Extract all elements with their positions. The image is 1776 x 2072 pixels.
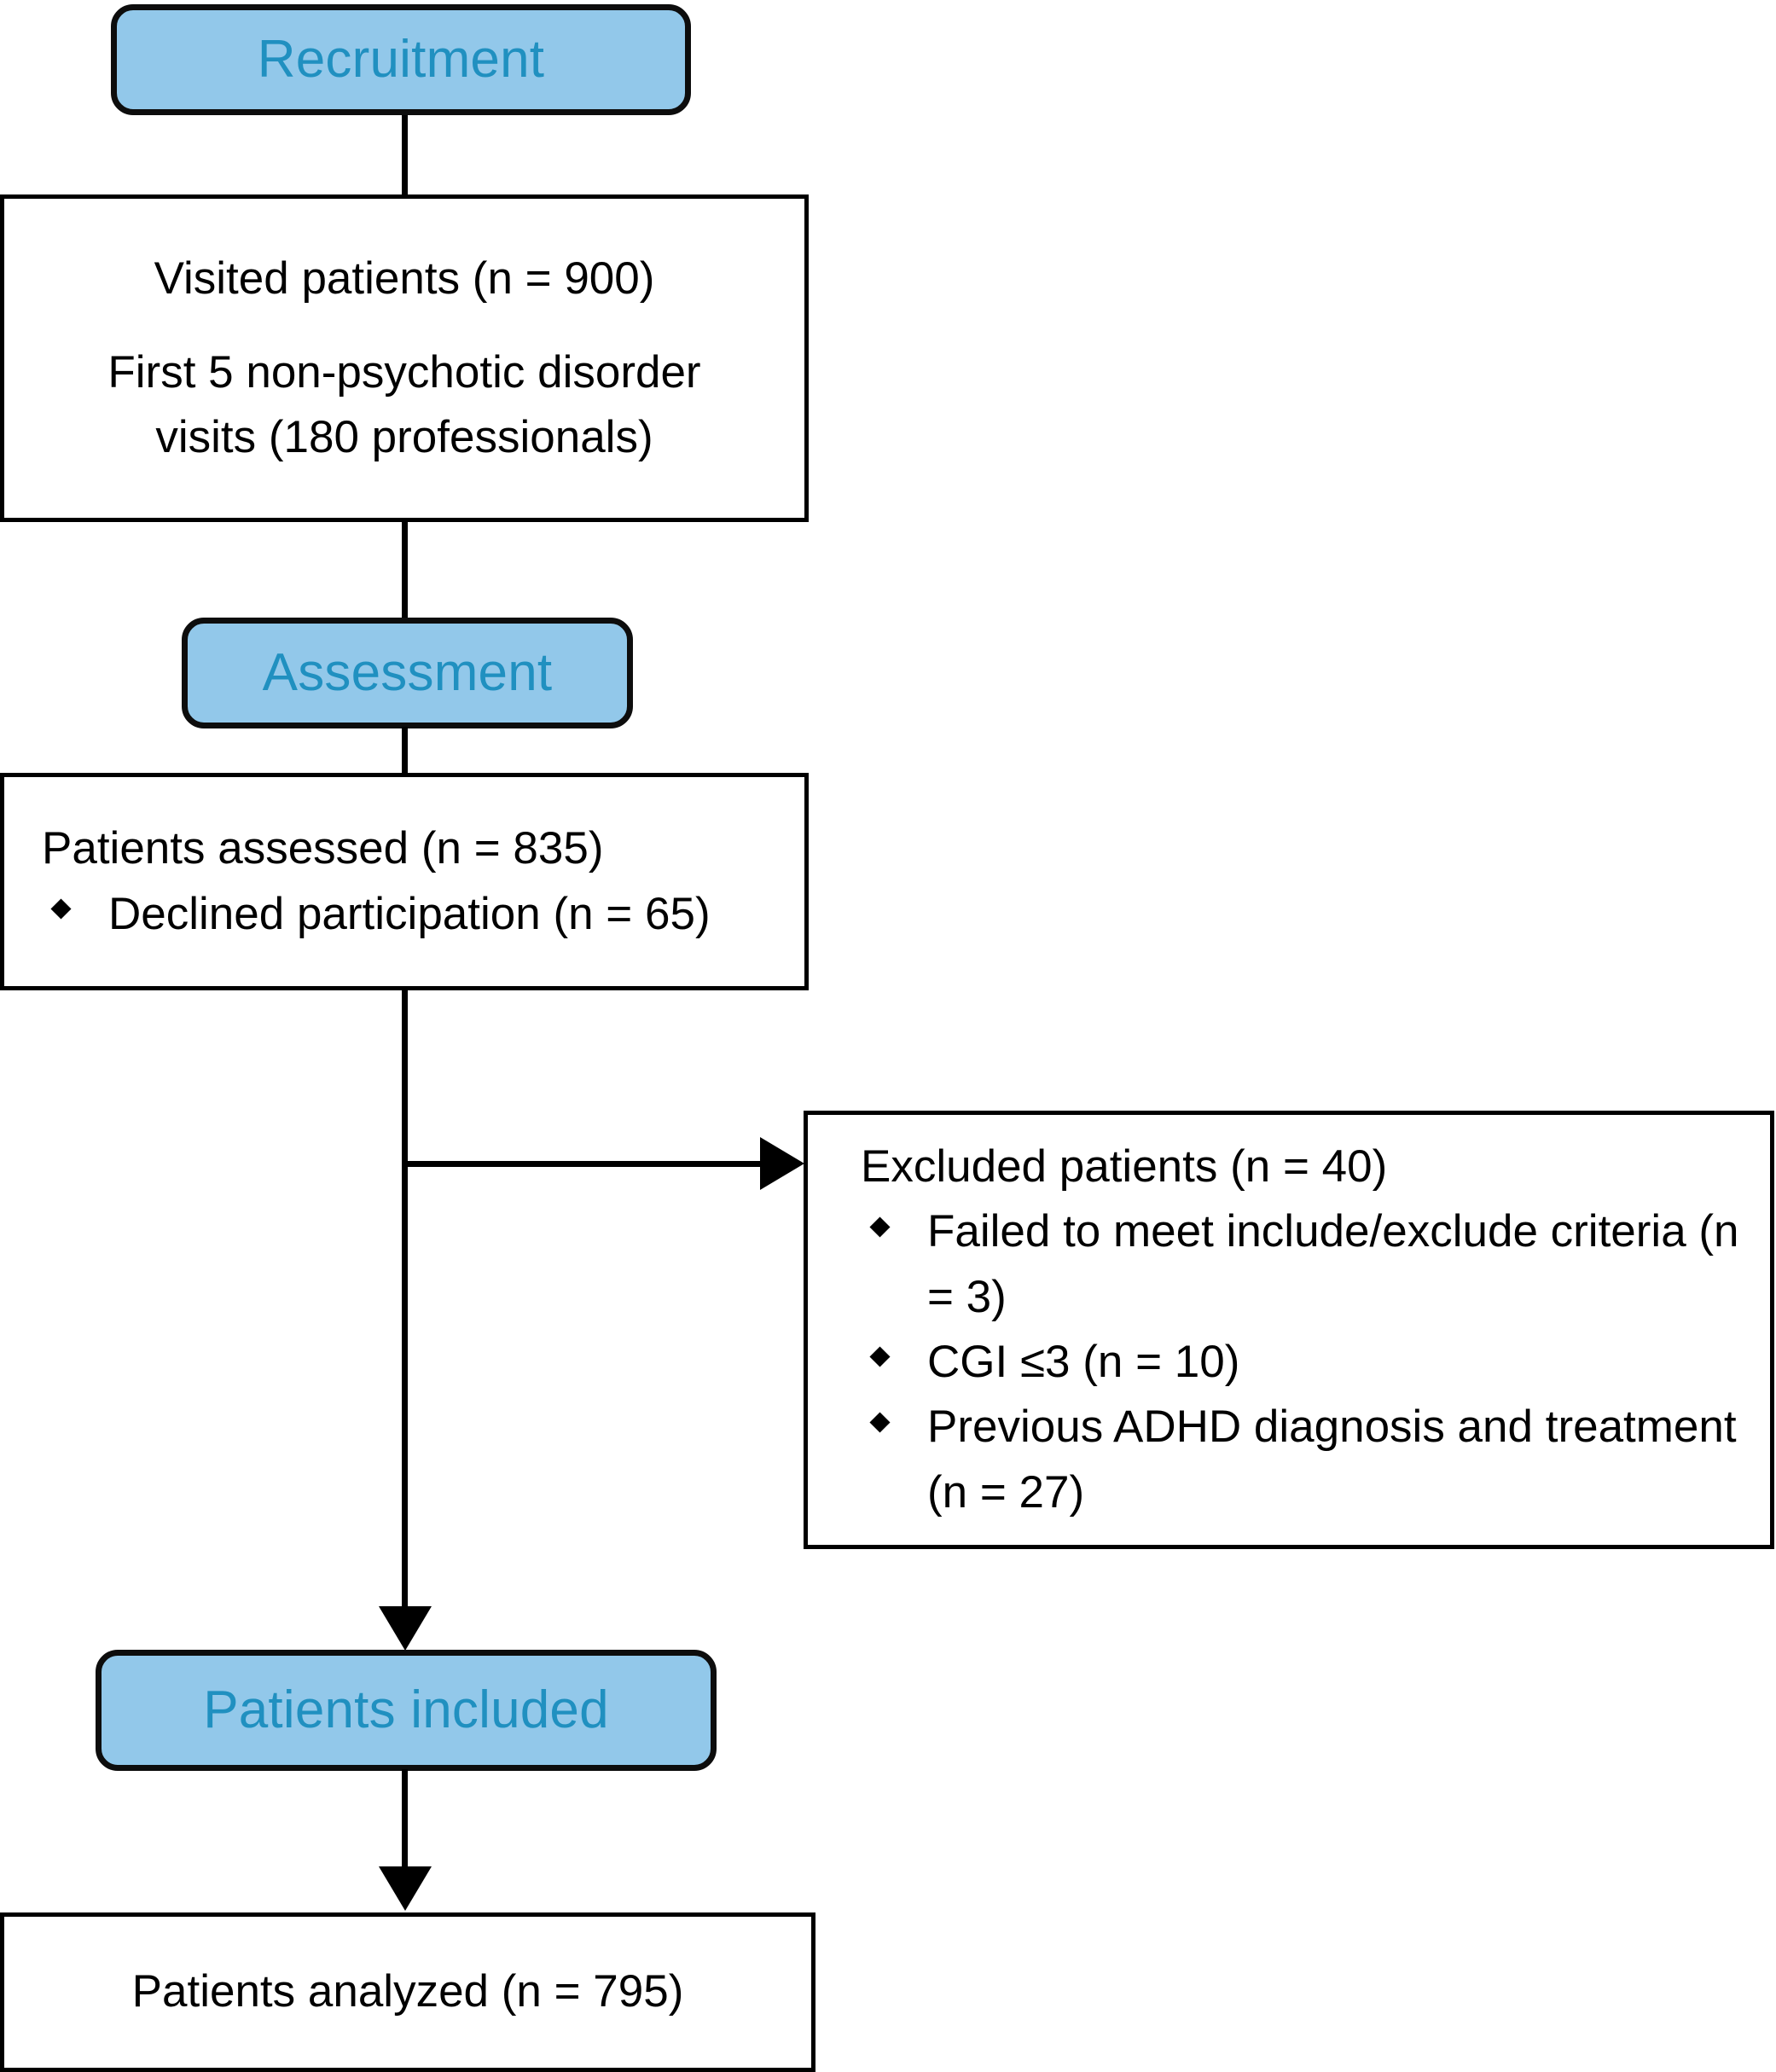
node-patients-analyzed: Patients analyzed (n = 795) — [0, 1912, 815, 2072]
stage-patients-included-label: Patients included — [203, 1680, 609, 1739]
list-item-label: CGI ≤3 (n = 10) — [927, 1337, 1240, 1387]
diamond-bullet-icon — [50, 898, 72, 920]
diamond-bullet-icon — [869, 1216, 891, 1238]
patients-analyzed-text: Patients analyzed (n = 795) — [4, 1959, 811, 2024]
stage-recruitment: Recruitment — [111, 4, 691, 115]
node-excluded-patients: Excluded patients (n = 40) Failed to mee… — [804, 1111, 1774, 1549]
visited-patients-line-1: Visited patients (n = 900) — [154, 252, 655, 304]
node-visited-patients: Visited patients (n = 900) First 5 non-p… — [0, 194, 809, 522]
excluded-patients-text: Excluded patients (n = 40) Failed to mee… — [808, 1135, 1770, 1525]
arrowhead-to-excluded-patients — [760, 1137, 804, 1190]
stage-recruitment-label: Recruitment — [257, 30, 545, 89]
list-item-label: Failed to meet include/exclude criteria … — [927, 1206, 1739, 1322]
patients-assessed-bullet-list: Declined participation (n = 65) — [42, 882, 804, 947]
list-item-label: Declined participation (n = 65) — [108, 888, 711, 939]
excluded-patients-bullet-list: Failed to meet include/exclude criteria … — [861, 1199, 1770, 1525]
connector-branch-to-excluded — [404, 1161, 763, 1167]
connector-visited-to-assessment — [402, 520, 408, 623]
diamond-bullet-icon — [869, 1412, 891, 1433]
patients-assessed-heading: Patients assessed (n = 835) — [42, 823, 604, 874]
visited-patients-text: Visited patients (n = 900) First 5 non-p… — [4, 247, 804, 471]
visited-patients-line-3: visits (180 professionals) — [155, 412, 653, 463]
list-item-label: Previous ADHD diagnosis and treatment (n… — [927, 1402, 1737, 1518]
patients-assessed-text: Patients assessed (n = 835) Declined par… — [4, 816, 804, 947]
list-item: Previous ADHD diagnosis and treatment (n… — [861, 1395, 1770, 1525]
connector-assessment-to-assessed — [402, 727, 408, 776]
excluded-patients-heading: Excluded patients (n = 40) — [861, 1141, 1388, 1193]
visited-patients-spacer — [30, 311, 779, 340]
list-item: Declined participation (n = 65) — [42, 882, 804, 947]
arrowhead-to-patients-included — [379, 1606, 432, 1651]
arrowhead-to-patients-analyzed — [379, 1866, 432, 1911]
stage-assessment: Assessment — [182, 618, 633, 728]
stage-patients-included: Patients included — [96, 1650, 717, 1771]
visited-patients-line-2: First 5 non-psychotic disorder — [107, 346, 701, 398]
connector-recruitment-to-visited — [402, 115, 408, 196]
connector-assessed-to-included — [402, 989, 408, 1606]
list-item: Failed to meet include/exclude criteria … — [861, 1199, 1770, 1330]
stage-assessment-label: Assessment — [262, 643, 553, 702]
connector-included-to-analyzed — [402, 1769, 408, 1870]
node-patients-assessed: Patients assessed (n = 835) Declined par… — [0, 773, 809, 990]
list-item: CGI ≤3 (n = 10) — [861, 1330, 1770, 1395]
diamond-bullet-icon — [869, 1346, 891, 1367]
patients-analyzed-label: Patients analyzed (n = 795) — [131, 1966, 684, 2017]
